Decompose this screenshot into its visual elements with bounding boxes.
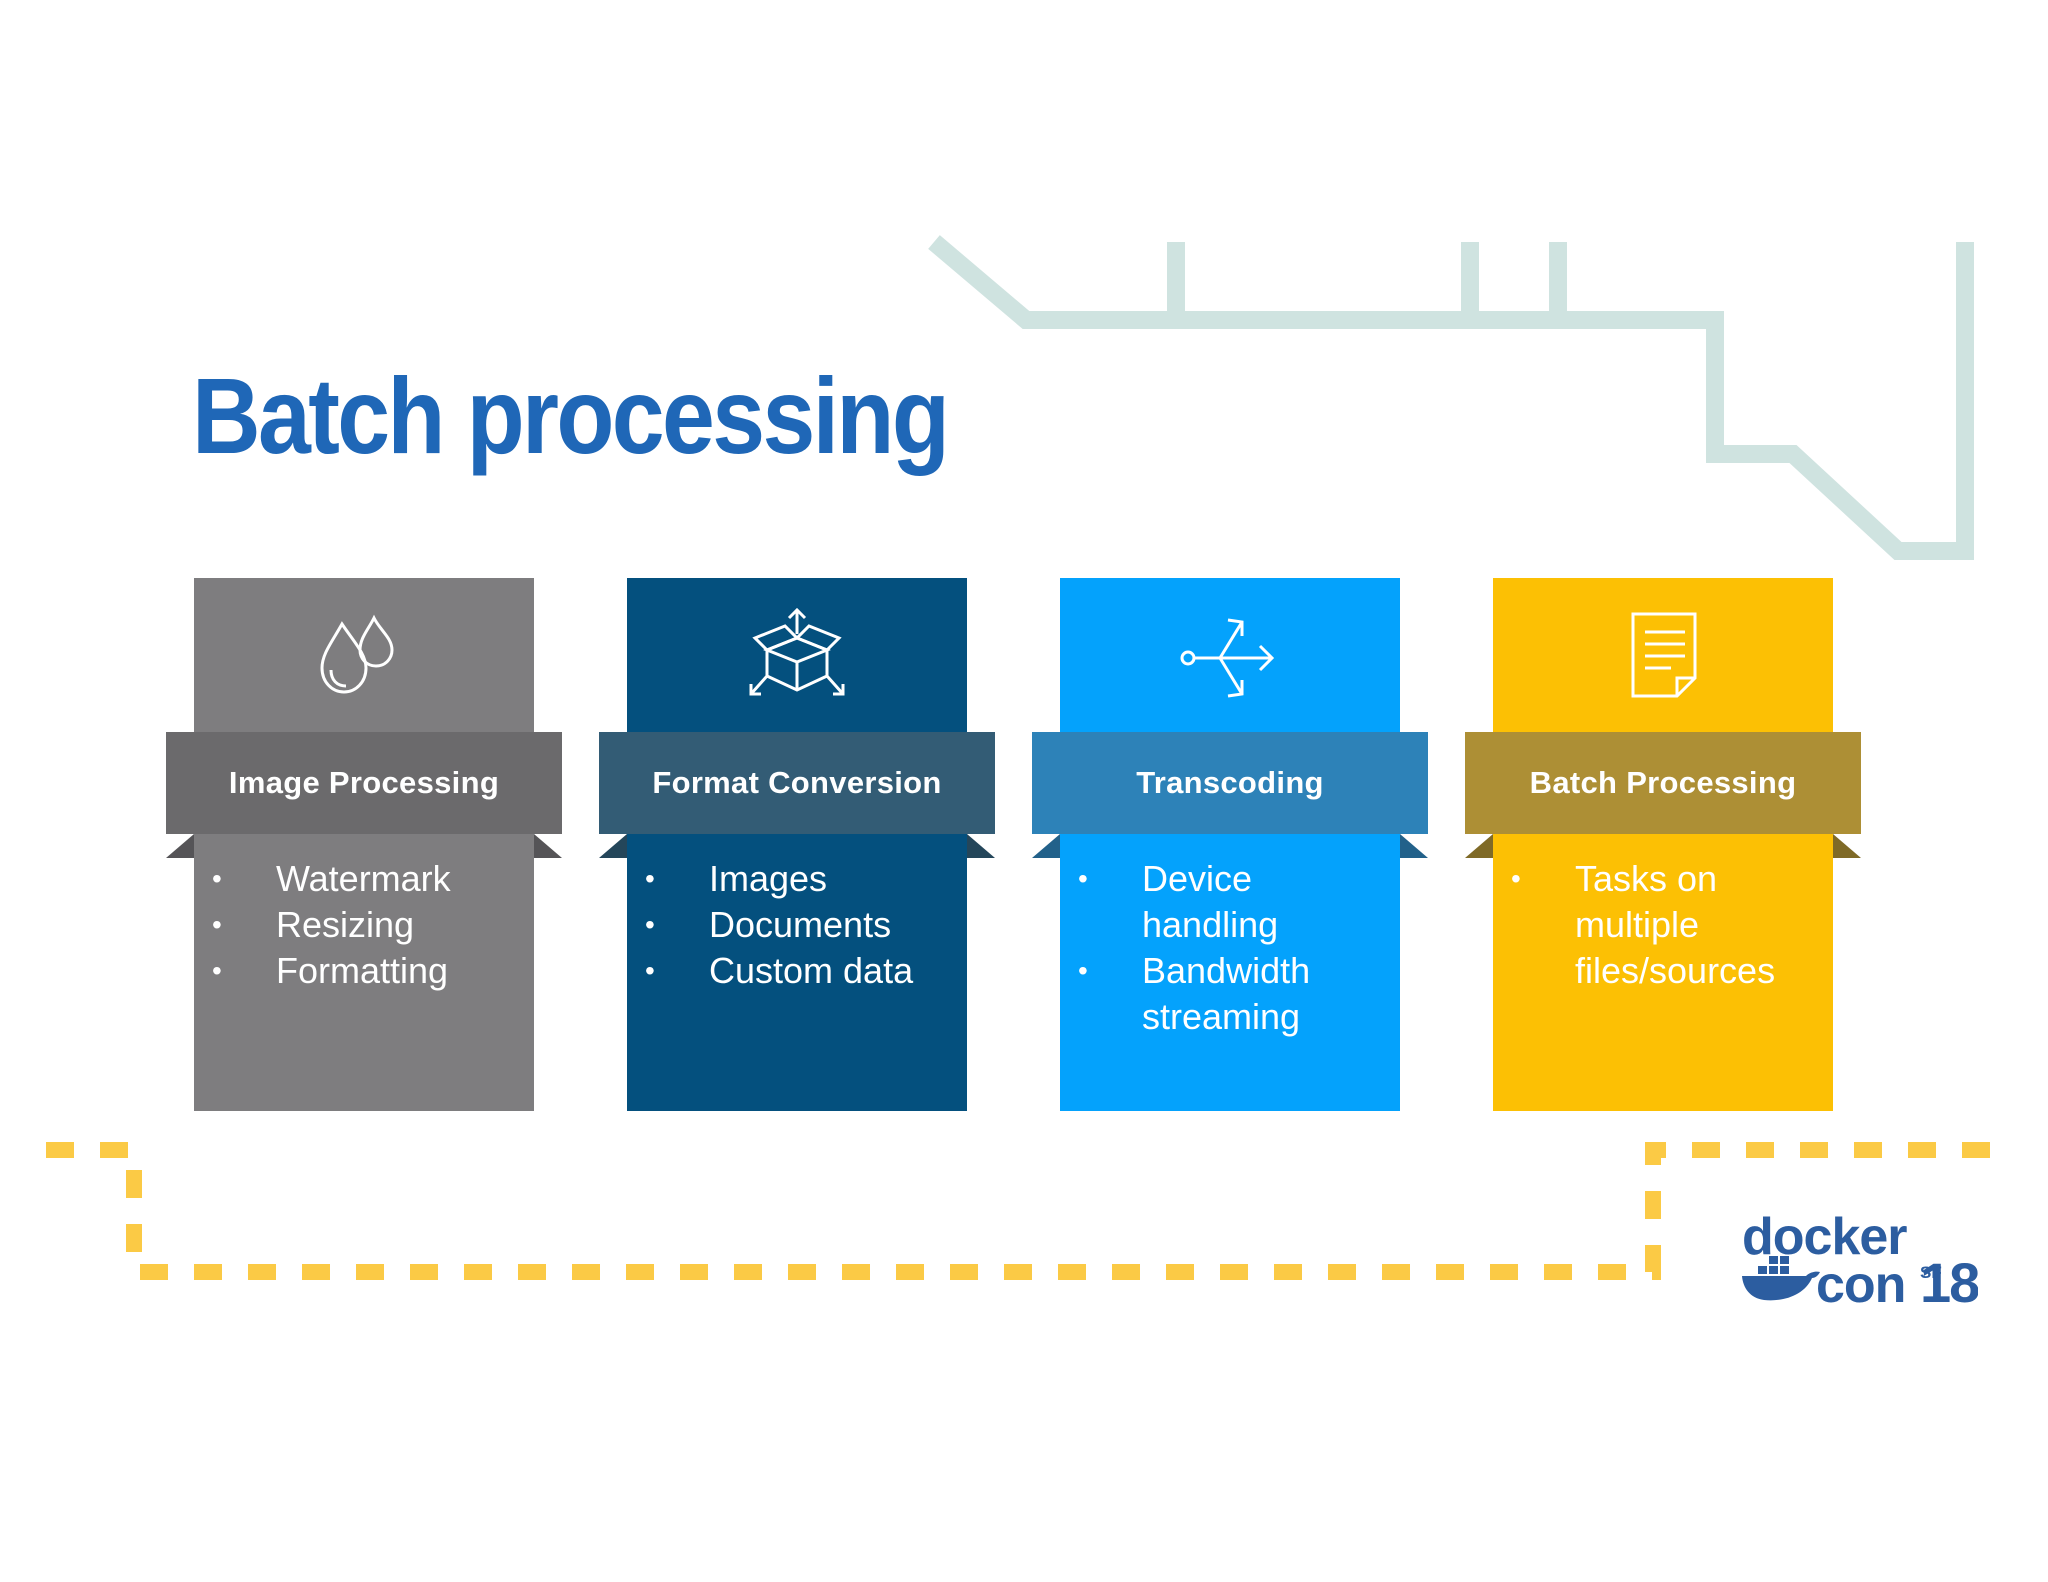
- card-bullet-list: Images Documents Custom data: [627, 856, 959, 994]
- bullet-item: Formatting: [194, 948, 526, 994]
- whale-icon: [1742, 1256, 1820, 1301]
- card-top: [1060, 578, 1400, 732]
- card-band-fold: [1465, 834, 1493, 858]
- bullet-item: Device handling: [1060, 856, 1392, 948]
- bullet-item: Images: [627, 856, 959, 902]
- card-bullet-list: Watermark Resizing Formatting: [194, 856, 526, 994]
- page-title: Batch processing: [192, 355, 950, 476]
- card-image-processing: Image Processing Watermark Resizing Form…: [166, 578, 562, 1111]
- open-box-icon: [749, 608, 845, 696]
- card-bullet-list: Device handling Bandwidth streaming: [1060, 856, 1392, 1040]
- bullet-item: Watermark: [194, 856, 526, 902]
- card-format-conversion: Format Conversion Images Documents Custo…: [599, 578, 995, 1111]
- bullet-item: Resizing: [194, 902, 526, 948]
- card-transcoding: Transcoding Device handling Bandwidth st…: [1032, 578, 1428, 1111]
- card-heading: Format Conversion: [599, 732, 995, 834]
- bullet-item: Bandwidth streaming: [1060, 948, 1392, 1040]
- logo-city: SF: [1920, 1263, 1942, 1282]
- logo-word-con: con: [1816, 1256, 1905, 1308]
- card-band-fold: [1032, 834, 1060, 858]
- card-heading: Batch Processing: [1465, 732, 1861, 834]
- circuit-line-teal: [928, 235, 1974, 560]
- card-band-fold: [599, 834, 627, 858]
- card-band-fold: [1833, 834, 1861, 858]
- card-band-fold: [1400, 834, 1428, 858]
- card-heading: Transcoding: [1032, 732, 1428, 834]
- card-band-fold: [534, 834, 562, 858]
- card-batch-processing: Batch Processing Tasks on multiple files…: [1465, 578, 1861, 1111]
- card-bullet-list: Tasks on multiple files/sources: [1493, 856, 1825, 994]
- card-heading: Image Processing: [166, 732, 562, 834]
- document-icon: [1631, 612, 1697, 698]
- water-drops-icon: [320, 614, 394, 694]
- circuit-line-dashed-yellow: [46, 1142, 2006, 1280]
- card-band-fold: [967, 834, 995, 858]
- bullet-item: Documents: [627, 902, 959, 948]
- bullet-item: Tasks on multiple files/sources: [1493, 856, 1825, 994]
- bullet-item: Custom data: [627, 948, 959, 994]
- card-top: [1493, 578, 1833, 732]
- logo-year: 18: [1920, 1251, 1978, 1308]
- card-top: [627, 578, 967, 732]
- card-top: [194, 578, 534, 732]
- split-arrows-icon: [1180, 618, 1275, 698]
- card-band-fold: [166, 834, 194, 858]
- dockercon-logo: docker con SF 18: [1742, 1208, 1978, 1308]
